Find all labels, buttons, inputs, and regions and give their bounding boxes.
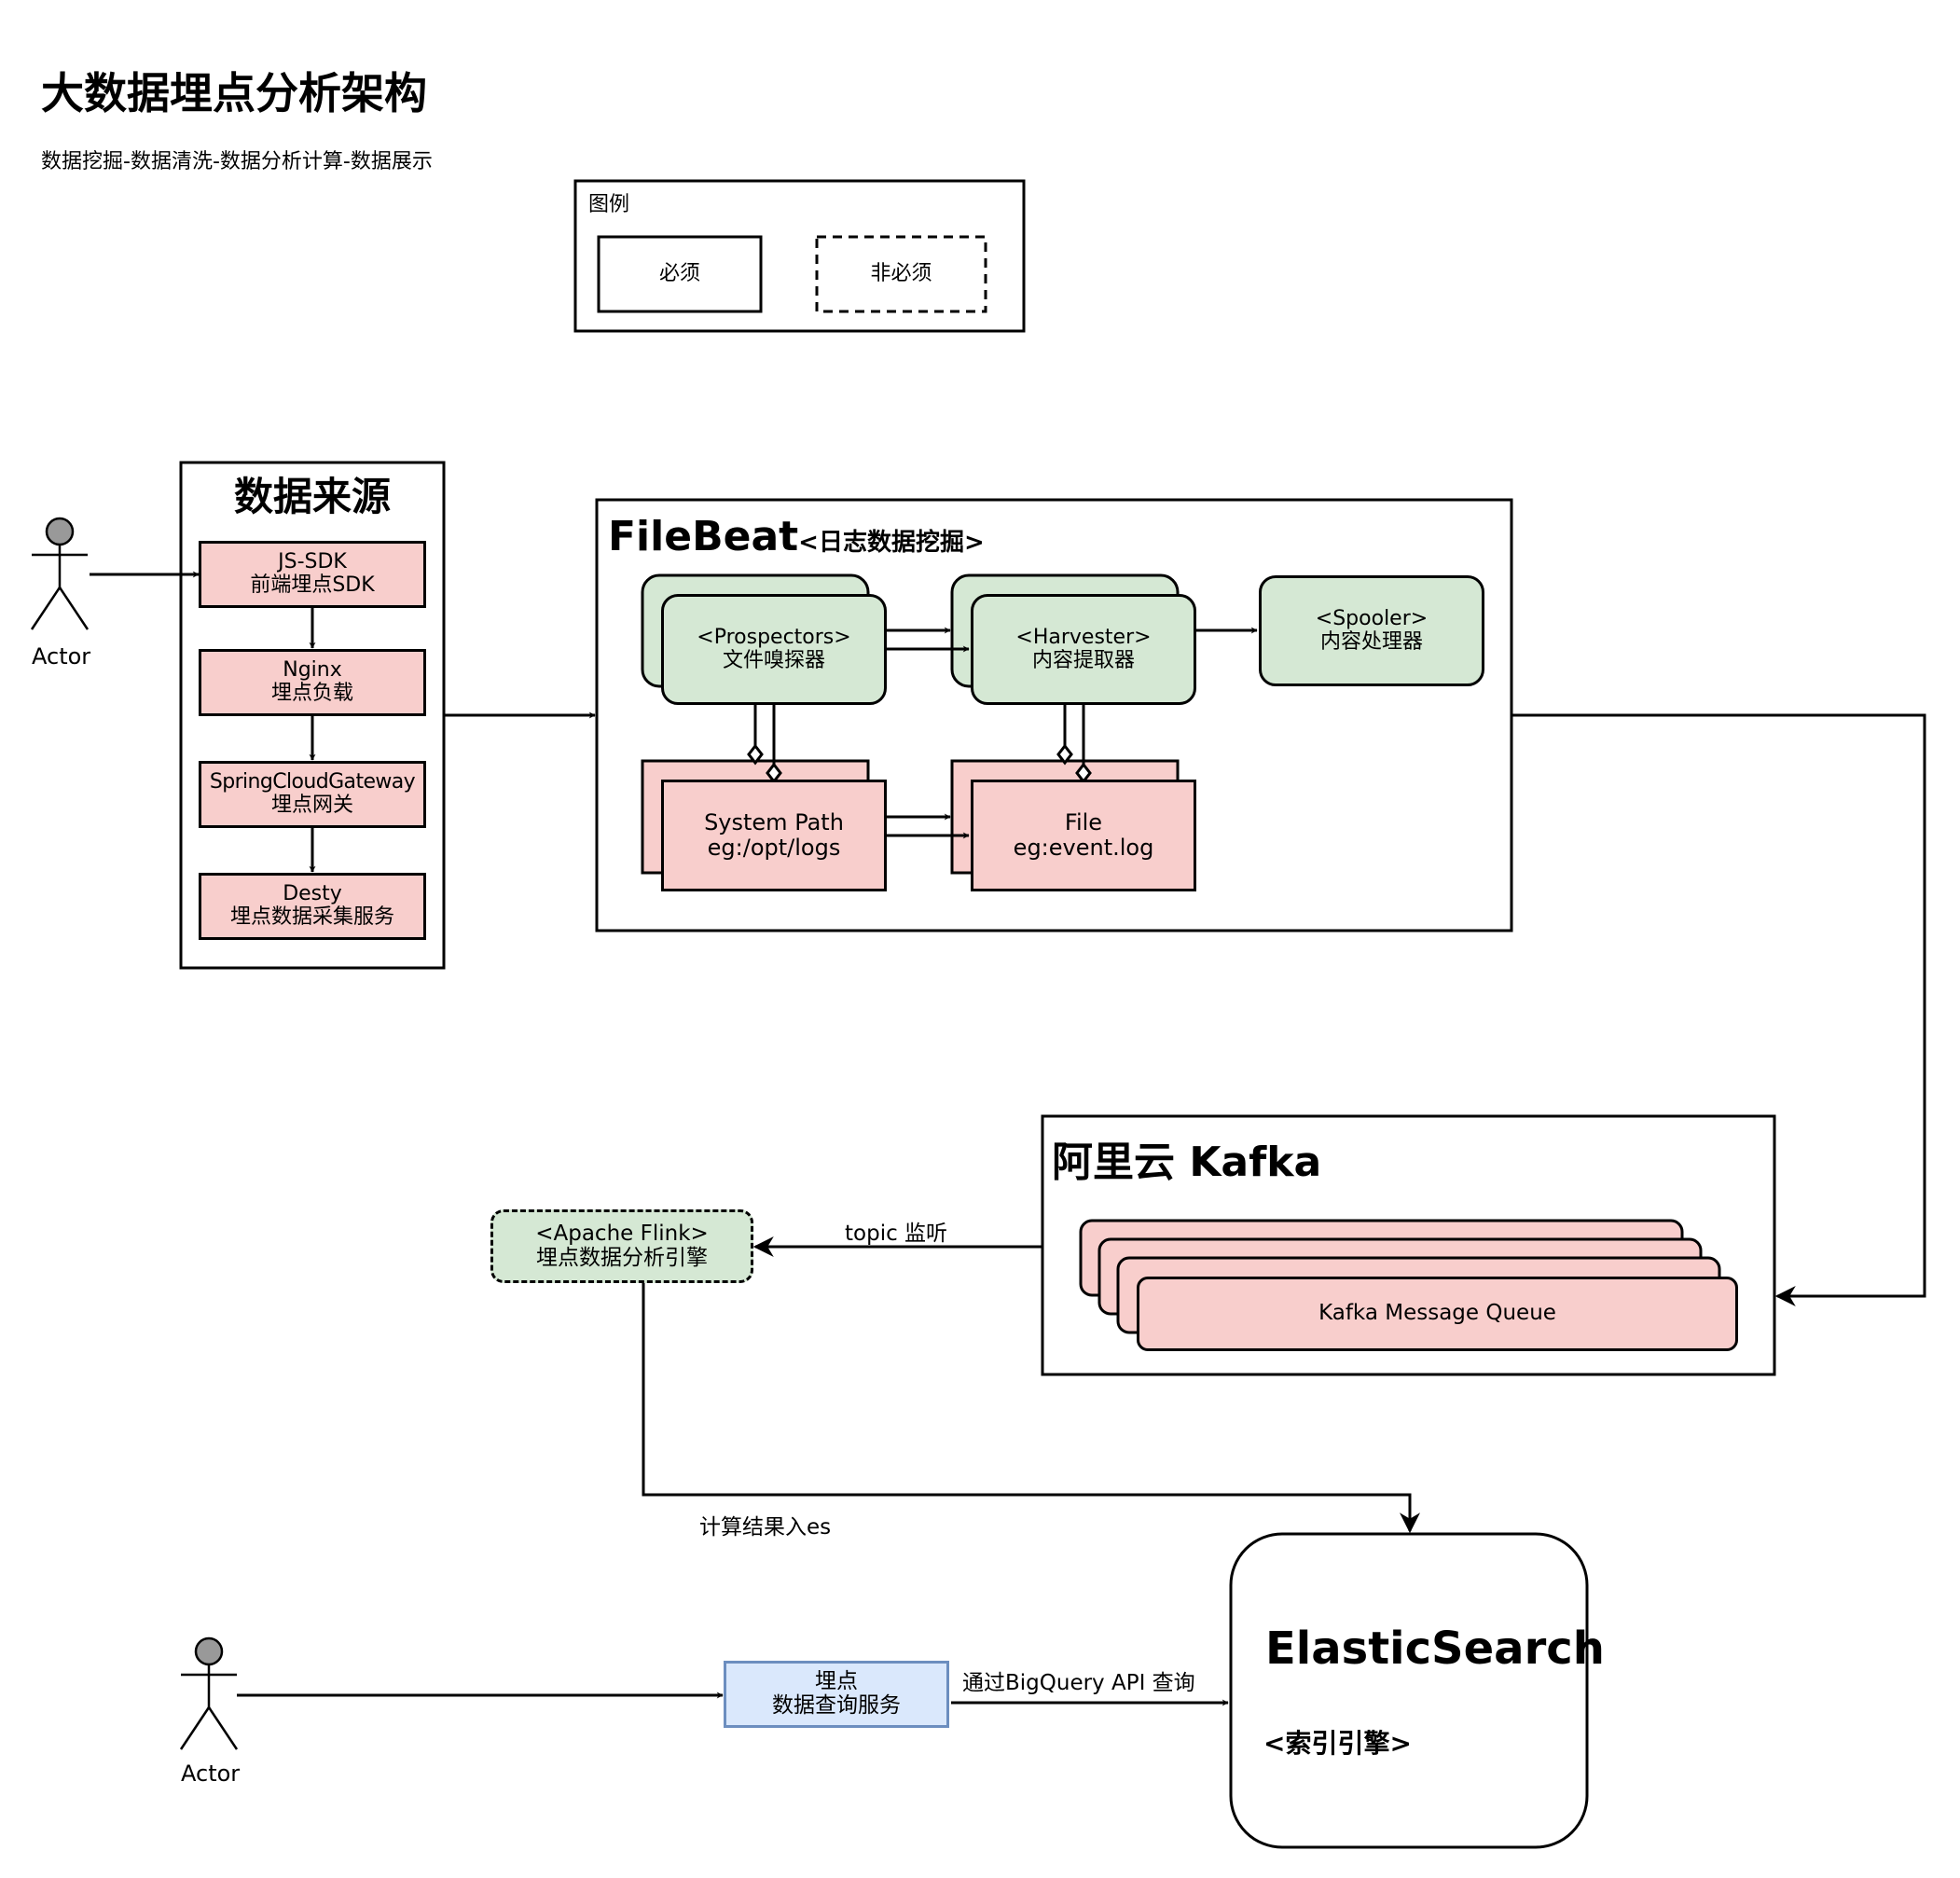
gateway-line1: SpringCloudGateway (209, 770, 416, 794)
file-line2: eg:event.log (1013, 835, 1154, 861)
desty-line1: Desty (283, 882, 342, 906)
page-title: 大数据埋点分析架构 (41, 68, 427, 118)
data-source-title: 数据来源 (181, 471, 444, 523)
elasticsearch-node (1229, 1532, 1589, 1849)
legend-required-swatch (597, 235, 763, 313)
system-path-node: System Path eg:/opt/logs (661, 780, 887, 891)
flink-line1: <Apache Flink> (535, 1221, 709, 1246)
edge-label-topic: topic 监听 (845, 1222, 948, 1246)
js-sdk-node: JS-SDK 前端埋点SDK (199, 541, 426, 608)
harvester-line2: 内容提取器 (1031, 648, 1135, 672)
kafka-queue-label: Kafka Message Queue (1318, 1301, 1556, 1326)
filebeat-title: FileBeat<日志数据挖掘> (608, 513, 985, 560)
file-node: File eg:event.log (971, 780, 1196, 891)
prospectors-line1: <Prospectors> (697, 625, 851, 649)
edge-filebeat-to-kafka (1512, 713, 1926, 1306)
harvester-node: <Harvester> 内容提取器 (971, 594, 1196, 705)
spooler-line1: <Spooler> (1315, 606, 1429, 630)
file-line1: File (1064, 809, 1103, 836)
edge-flink-to-es (642, 1283, 1420, 1534)
flink-line2: 埋点数据分析引擎 (536, 1245, 708, 1270)
spooler-line2: 内容处理器 (1319, 629, 1423, 654)
prospectors-node: <Prospectors> 文件嗅探器 (661, 594, 887, 705)
js-sdk-line1: JS-SDK (278, 550, 347, 574)
gateway-node: SpringCloudGateway 埋点网关 (199, 761, 426, 828)
legend-optional-text: 非必须 (870, 261, 932, 285)
spooler-node: <Spooler> 内容处理器 (1259, 575, 1484, 686)
legend-title: 图例 (588, 193, 630, 216)
aggregation-diamond (747, 743, 764, 766)
aggregation-diamond (1056, 743, 1073, 766)
nginx-node: Nginx 埋点负载 (199, 649, 426, 716)
query-service-line2: 数据查询服务 (772, 1693, 901, 1718)
edge-label-to-es: 计算结果入es (699, 1515, 832, 1540)
query-service-line1: 埋点 (815, 1669, 858, 1694)
page-subtitle: 数据挖掘-数据清洗-数据分析计算-数据展示 (41, 150, 433, 173)
elasticsearch-title: ElasticSearch (1265, 1623, 1605, 1675)
desty-node: Desty 埋点数据采集服务 (199, 873, 426, 940)
system-path-line1: System Path (704, 809, 844, 836)
legend-optional-label: 非必须 (817, 237, 986, 311)
actor-bottom-figure (179, 1636, 239, 1750)
gateway-line2: 埋点网关 (270, 794, 353, 817)
kafka-title: 阿里云 Kafka (1052, 1139, 1322, 1186)
js-sdk-line2: 前端埋点SDK (250, 573, 375, 597)
system-path-line2: eg:/opt/logs (707, 835, 841, 861)
actor-top-label: Actor (32, 643, 91, 670)
elasticsearch-subtitle: <索引引擎> (1263, 1728, 1412, 1759)
actor-top-figure (30, 517, 90, 630)
data-source-title-text: 数据来源 (233, 474, 391, 520)
nginx-line2: 埋点负载 (270, 682, 353, 705)
prospectors-line2: 文件嗅探器 (722, 648, 825, 672)
legend-required-text: 必须 (658, 261, 700, 285)
query-service-node: 埋点 数据查询服务 (724, 1661, 949, 1728)
desty-line2: 埋点数据采集服务 (229, 905, 394, 929)
flink-node: <Apache Flink> 埋点数据分析引擎 (490, 1209, 753, 1283)
harvester-line1: <Harvester> (1015, 625, 1152, 649)
actor-bottom-label: Actor (181, 1761, 241, 1787)
filebeat-title-sub: <日志数据挖掘> (798, 529, 985, 557)
nginx-line1: Nginx (283, 658, 342, 683)
kafka-queue-node: Kafka Message Queue (1137, 1277, 1738, 1351)
legend-optional-swatch (815, 235, 987, 313)
filebeat-title-main: FileBeat (608, 513, 799, 560)
legend-required-label: 必须 (599, 237, 761, 311)
edge-label-bigquery: 通过BigQuery API 查询 (962, 1671, 1195, 1695)
